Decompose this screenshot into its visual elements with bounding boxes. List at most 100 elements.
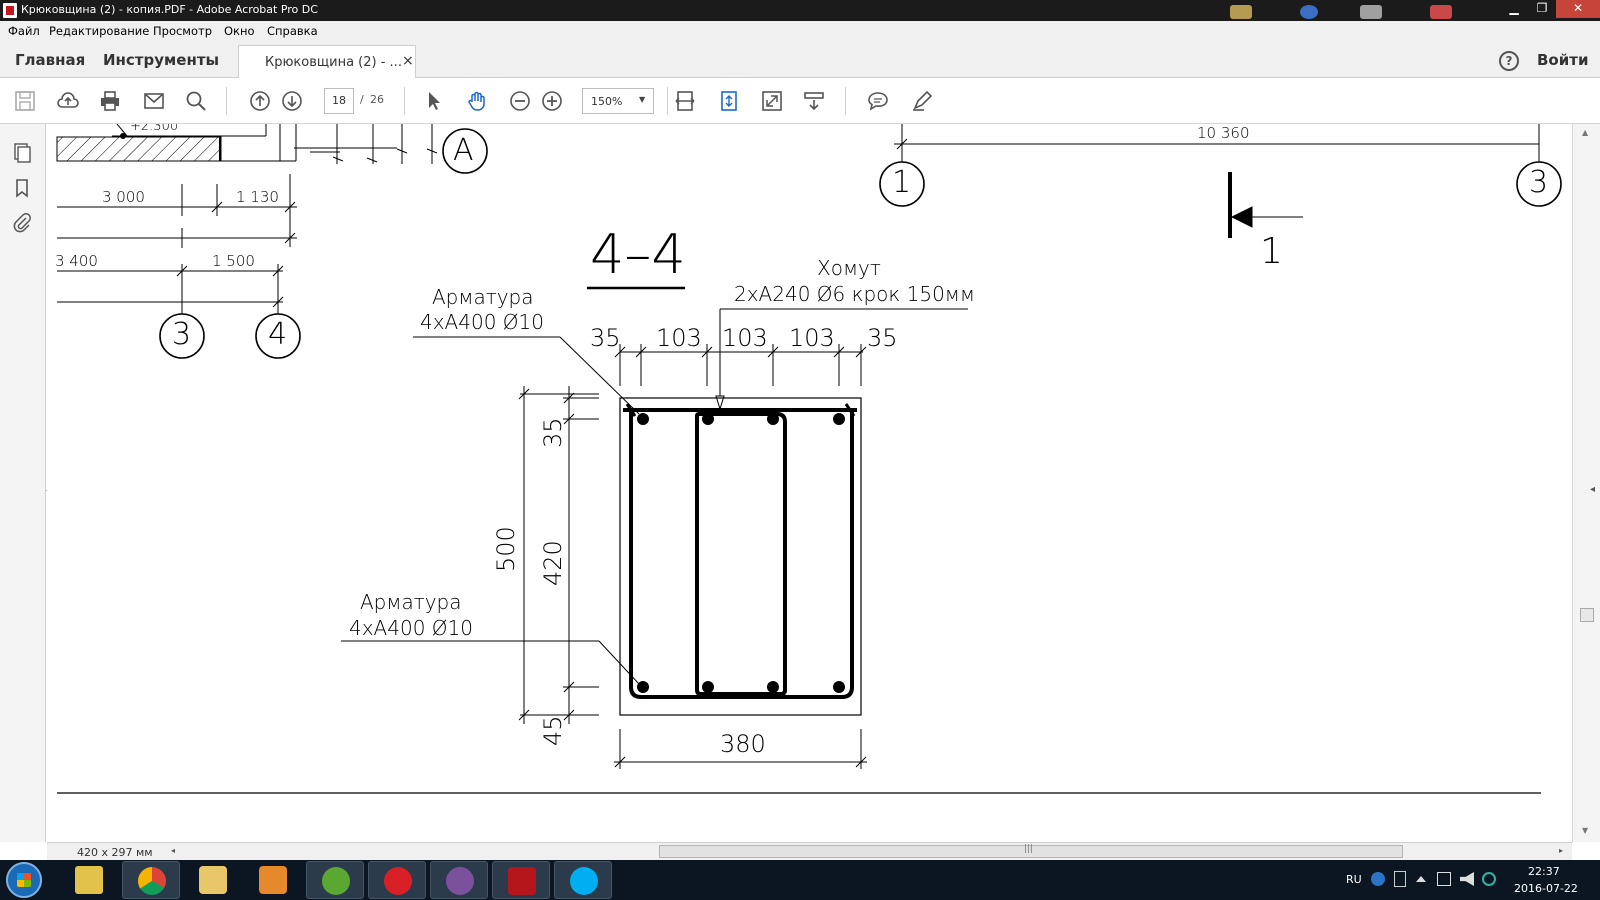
vertical-scrollbar[interactable]: ▲ ◂ ▼ — [1572, 124, 1600, 842]
page-size-label: 420 x 297 мм — [77, 846, 153, 859]
toolbar-separator — [226, 87, 227, 115]
signin-button[interactable]: Войти — [1537, 51, 1589, 69]
scroll-left-arrow[interactable]: ◂ — [171, 846, 176, 855]
collapse-right-pane-icon[interactable]: ◂ — [1590, 484, 1596, 495]
utorrent-icon — [322, 867, 350, 895]
taskbar-opera[interactable] — [368, 861, 426, 899]
upload-cloud-icon[interactable] — [56, 89, 80, 113]
zoom-out-icon[interactable] — [508, 89, 532, 113]
help-tray-icon[interactable] — [1371, 872, 1385, 886]
scroll-right-arrow[interactable]: ▸ — [1559, 846, 1564, 855]
taskbar-explorer[interactable] — [184, 861, 242, 899]
save-icon[interactable] — [13, 89, 37, 113]
top-rebar-spec: 4хА400 Ø10 — [420, 310, 544, 334]
axis-label-1: 1 — [892, 165, 912, 200]
close-tab-button[interactable]: × — [402, 53, 414, 69]
next-page-icon[interactable] — [280, 89, 304, 113]
maximize-button[interactable]: ❐ — [1536, 1, 1548, 15]
notes-icon — [75, 866, 103, 894]
menu-help[interactable]: Справка — [267, 24, 318, 38]
full-screen-icon[interactable] — [760, 89, 784, 113]
sync-icon[interactable] — [1482, 872, 1496, 886]
dim-spacing-3: 103 — [789, 324, 835, 352]
bottom-rebar-label: Арматура — [360, 590, 462, 614]
menu-edit[interactable]: Редактирование — [49, 24, 150, 38]
nav-row: Главная Инструменты Крюковщина (2) - ...… — [0, 41, 1600, 79]
horizontal-scroll-thumb[interactable]: ||| — [659, 844, 1403, 858]
taskbar-chrome[interactable] — [122, 861, 180, 899]
read-mode-icon[interactable] — [802, 89, 826, 113]
elevation-mark: +2.300 — [130, 124, 179, 134]
tab-document[interactable]: Крюковщина (2) - ... × — [238, 45, 416, 79]
dim-spacing-2: 103 — [722, 324, 768, 352]
toolbar-separator — [404, 87, 405, 115]
minimize-button[interactable]: ▁ — [1509, 1, 1519, 15]
dim-width: 380 — [720, 730, 766, 758]
scroll-grip: ||| — [1024, 844, 1034, 854]
dim-height-inner: 420 — [539, 540, 567, 586]
rebar-points — [120, 133, 845, 693]
select-cursor-icon[interactable] — [422, 89, 446, 113]
scroll-thumb[interactable] — [1580, 608, 1594, 622]
folder-icon — [1230, 5, 1252, 19]
help-icon[interactable]: ? — [1499, 51, 1519, 71]
toolbar-separator — [845, 87, 846, 115]
skype-icon — [570, 867, 598, 895]
comment-icon[interactable] — [866, 89, 890, 113]
highlight-pen-icon[interactable] — [910, 89, 934, 113]
drawing-canvas — [56, 124, 1562, 794]
taskbar-viber[interactable] — [430, 861, 488, 899]
show-hidden-icons[interactable] — [1416, 876, 1426, 882]
pages-thumbnail-icon[interactable] — [11, 142, 33, 164]
email-icon[interactable] — [142, 89, 166, 113]
close-window-button[interactable]: ✕ — [1556, 0, 1600, 18]
top-rebar-label: Арматура — [432, 285, 534, 309]
beam-section-outline — [619, 397, 862, 716]
dim-top-cover-left: 35 — [590, 324, 621, 352]
zoom-select[interactable]: 150% ▼ — [582, 88, 654, 114]
taskbar-utorrent[interactable] — [306, 861, 364, 899]
hatched-wall — [56, 136, 222, 162]
prev-page-icon[interactable] — [248, 89, 272, 113]
clock-time[interactable]: 22:37 — [1528, 865, 1560, 878]
hand-tool-icon[interactable] — [465, 89, 489, 113]
scroll-down-arrow[interactable]: ▼ — [1582, 826, 1589, 835]
search-icon[interactable] — [184, 89, 208, 113]
fit-page-icon[interactable] — [673, 89, 697, 113]
menu-window[interactable]: Окно — [224, 24, 255, 38]
axis-label-4: 4 — [268, 317, 288, 352]
viber-icon — [446, 867, 474, 895]
tray-icon[interactable] — [1394, 871, 1406, 887]
menu-view[interactable]: Просмотр — [153, 24, 213, 38]
taskbar-skype[interactable] — [554, 861, 612, 899]
bookmark-icon[interactable] — [11, 177, 33, 199]
page-separator: / — [360, 93, 364, 106]
toolbar: 18 / 26 150% ▼ — [0, 78, 1600, 124]
print-icon[interactable] — [98, 89, 122, 113]
taskbar-notes-app[interactable] — [60, 861, 118, 899]
tab-home[interactable]: Главная — [15, 51, 86, 69]
scroll-mode-icon[interactable] — [717, 89, 741, 113]
acrobat-icon — [508, 867, 536, 895]
axis-label-3-right: 3 — [1529, 165, 1549, 200]
scroll-up-arrow[interactable]: ▲ — [1582, 128, 1589, 137]
app-icon — [1360, 5, 1382, 19]
network-icon[interactable] — [1437, 872, 1451, 886]
clock-date[interactable]: 2016-07-22 — [1514, 882, 1578, 895]
window-title: Крюковщина (2) - копия.PDF - Adobe Acrob… — [21, 3, 318, 16]
zoom-in-icon[interactable] — [540, 89, 564, 113]
taskbar-media-player[interactable] — [244, 861, 302, 899]
dim-1500: 1 500 — [212, 252, 255, 270]
tab-tools[interactable]: Инструменты — [103, 51, 220, 69]
volume-icon[interactable] — [1460, 872, 1474, 886]
input-language[interactable]: RU — [1346, 873, 1362, 886]
document-view[interactable]: 4–4 Хомут 2хА240 Ø6 крок 150мм Арматура … — [47, 124, 1572, 842]
axis-label-3: 3 — [172, 317, 192, 352]
menu-file[interactable]: Файл — [8, 24, 40, 38]
taskbar-acrobat[interactable] — [492, 861, 550, 899]
attachment-icon[interactable] — [11, 211, 33, 233]
start-button[interactable] — [6, 862, 42, 898]
dim-1130: 1 130 — [236, 188, 279, 206]
page-number-input[interactable]: 18 — [324, 88, 354, 114]
section-title: 4–4 — [590, 223, 686, 286]
